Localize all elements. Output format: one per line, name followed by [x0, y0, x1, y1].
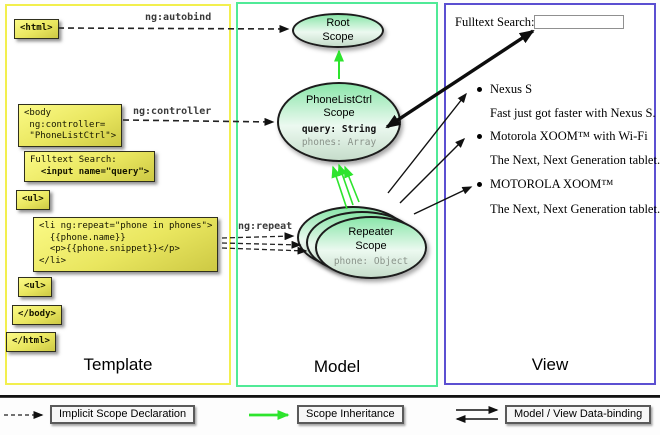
- code-input-tag: <input name="query">: [30, 166, 150, 177]
- model-panel-title: Model: [313, 357, 361, 376]
- root-scope-name: Root Scope: [322, 17, 354, 43]
- view-item-description: Fast just got faster with Nexus S.: [490, 106, 656, 120]
- legend-scope-inheritance-box: Scope Inheritance: [297, 405, 404, 424]
- phonelistctrl-prop-query: query: String: [301, 124, 377, 136]
- code-li-repeat: <li ng:repeat="phone in phones"> {{phone…: [33, 217, 219, 272]
- code-body-close: </body>: [12, 305, 62, 325]
- model-panel: Model: [236, 2, 438, 387]
- code-html-close: </html>: [6, 332, 56, 352]
- view-item-title: Nexus S: [490, 82, 533, 96]
- phonelistctrl-scope-name: PhoneListCtrl Scope: [305, 94, 373, 120]
- legend-data-binding-box: Model / View Data-binding: [505, 405, 652, 424]
- code-body-open: <body ng:controller= "PhoneListCtrl">: [18, 104, 123, 148]
- legend-separator-line: [0, 395, 660, 398]
- ng-controller-label: ng:controller: [133, 106, 212, 117]
- bullet-icon: [477, 182, 482, 187]
- view-panel-title: View: [531, 355, 569, 374]
- repeater-scope-name: Repeater Scope: [348, 226, 394, 252]
- template-panel-title: Template: [83, 355, 153, 374]
- code-ul-close: <ul>: [18, 277, 52, 297]
- phonelistctrl-scope-ellipse: PhoneListCtrl Scope query: String phones…: [277, 82, 401, 162]
- view-panel: View: [444, 3, 656, 385]
- root-scope-ellipse: Root Scope: [292, 13, 384, 48]
- phonelistctrl-prop-phones: phones: Array: [301, 137, 377, 149]
- view-item-description: The Next, Next Generation tablet.: [490, 153, 660, 167]
- code-html-open: <html>: [14, 19, 59, 39]
- code-ul-open: <ul>: [16, 190, 50, 210]
- bullet-icon: [477, 87, 482, 92]
- legend-implicit-scope-box: Implicit Scope Declaration: [50, 405, 196, 424]
- view-item-title: MOTOROLA XOOM™: [490, 177, 614, 191]
- repeater-prop-phone: phone: Object: [333, 255, 409, 267]
- fulltext-search-input[interactable]: [534, 15, 624, 29]
- ng-repeat-label: ng:repeat: [238, 221, 293, 232]
- code-fulltext-label: Fulltext Search:: [30, 155, 117, 165]
- bullet-icon: [477, 134, 482, 139]
- code-fulltext-search: Fulltext Search: <input name="query">: [24, 151, 156, 183]
- view-item-description: The Next, Next Generation tablet.: [490, 202, 660, 216]
- view-item-title: Motorola XOOM™ with Wi-Fi: [490, 129, 648, 143]
- ng-autobind-label: ng:autobind: [145, 12, 212, 23]
- repeater-scope-ellipse-front: Repeater Scope phone: Object: [315, 216, 427, 279]
- fulltext-search-label: Fulltext Search:: [455, 15, 535, 29]
